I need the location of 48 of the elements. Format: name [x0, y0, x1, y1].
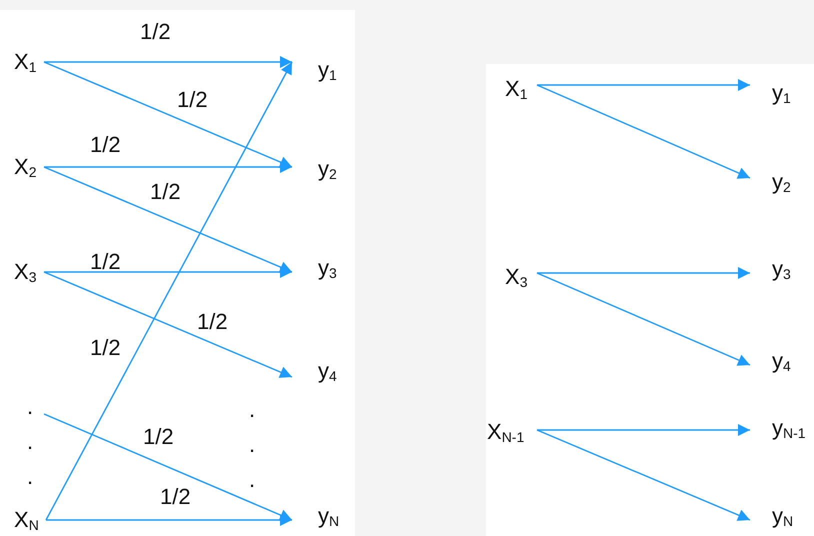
ellipsis-dot: . — [27, 465, 34, 489]
arrow — [44, 166, 292, 273]
variable-label: X$_{2}$ — [14, 154, 44, 180]
variable-label: X$_{1}$ — [505, 76, 537, 102]
ellipsis-dot: . — [27, 395, 34, 419]
edge-label: 1/2 — [160, 485, 191, 509]
arrow — [536, 272, 750, 366]
variable-label: y$_{1}$ — [292, 57, 338, 83]
variable-label: X$_{N-1}$ — [487, 419, 537, 445]
arrow — [44, 61, 292, 168]
edge-label: 1/2 — [140, 20, 171, 44]
variable-label: y$_{4}$ — [750, 348, 798, 374]
variable-label: y$_{N}$ — [292, 503, 342, 529]
arrow — [44, 56, 292, 68]
ellipsis-dot: . — [249, 398, 256, 422]
variable-label: y$_{N}$ — [750, 503, 810, 529]
edge-label: 1/2 — [177, 88, 208, 112]
arrow — [536, 429, 750, 521]
variable-label: y$_{2}$ — [292, 156, 338, 182]
arrow — [45, 62, 293, 520]
variable-label: y$_{N-1}$ — [750, 415, 814, 441]
edge-label: 1/2 — [197, 310, 228, 334]
edge-label: 1/2 — [150, 180, 181, 204]
arrow — [537, 79, 750, 91]
arrow — [44, 271, 292, 378]
variable-label: X$_{3}$ — [14, 259, 44, 285]
ellipsis-dot: . — [249, 433, 256, 457]
variable-label: y$_{3}$ — [292, 255, 338, 281]
ellipsis-dot: . — [27, 430, 34, 454]
variable-label: y$_{1}$ — [750, 80, 798, 106]
edge-label: 1/2 — [90, 250, 121, 274]
variable-label: y$_{4}$ — [292, 358, 338, 384]
edge-label: 1/2 — [143, 425, 174, 449]
edge-label: 1/2 — [90, 133, 121, 157]
arrow — [537, 424, 750, 436]
arrow — [536, 84, 750, 179]
variable-label: y$_{2}$ — [750, 169, 798, 195]
edge-label: 1/2 — [90, 336, 121, 360]
variable-label: X$_{N}$ — [14, 507, 46, 533]
variable-label: X$_{1}$ — [14, 49, 44, 75]
ellipsis-dot: . — [249, 468, 256, 492]
arrow — [44, 161, 292, 173]
arrow — [46, 514, 292, 526]
arrow — [44, 413, 292, 521]
variable-label: y$_{3}$ — [750, 256, 798, 282]
variable-label: X$_{3}$ — [505, 264, 537, 290]
arrow — [44, 266, 292, 278]
arrow — [537, 267, 750, 279]
